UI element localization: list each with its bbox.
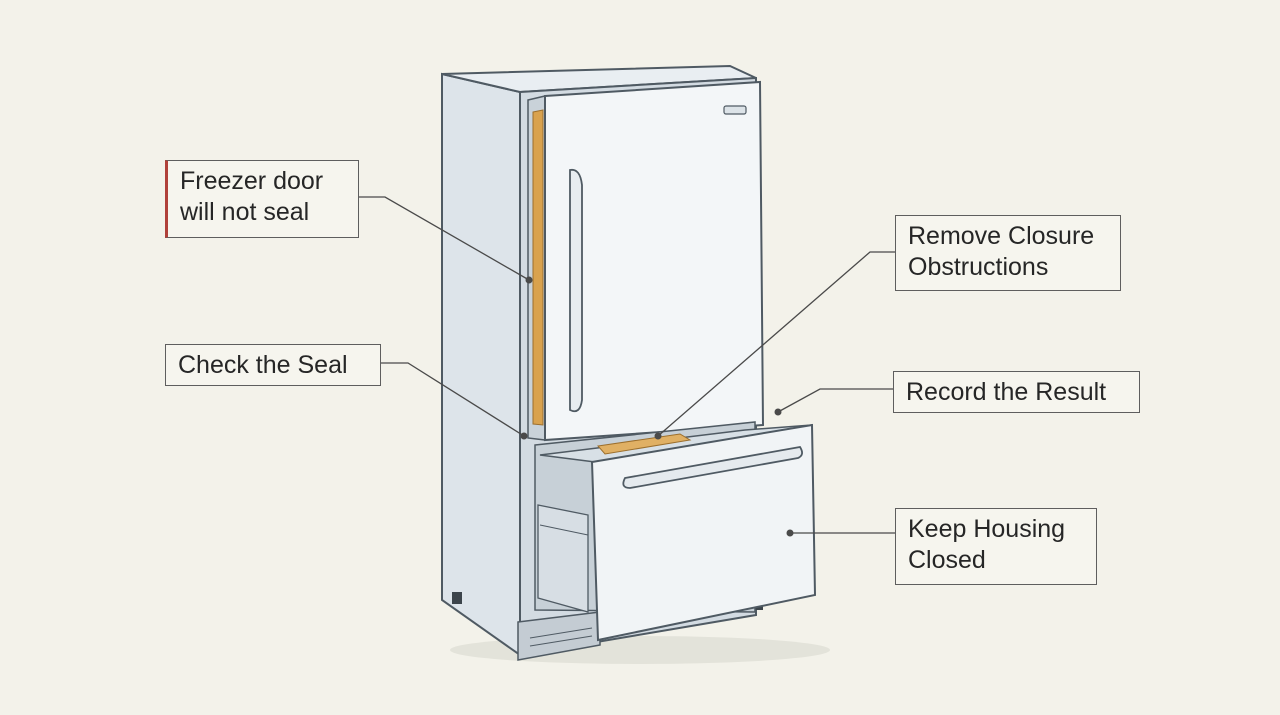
callout-text: Keep Housing	[908, 515, 1066, 543]
callout-text: Obstructions	[908, 253, 1049, 281]
brand-badge	[723, 105, 747, 115]
inner-basket	[537, 504, 589, 613]
callout-text: Record the Result	[906, 378, 1107, 406]
upper-door-handle	[569, 168, 583, 413]
kickplate-vent	[529, 627, 593, 639]
callout-text: Closed	[908, 546, 986, 574]
callout-record-the-result: Record the Result	[893, 371, 1140, 413]
cabinet-side-panel	[441, 72, 521, 657]
callout-text: Freezer door	[180, 167, 324, 195]
leader-line-freezer-door	[358, 196, 530, 281]
closure-obstruction	[597, 433, 692, 455]
kickplate-vent	[529, 635, 593, 647]
callout-keep-housing-closed: Keep Housing Closed	[895, 508, 1097, 585]
leader-line-record-result	[777, 388, 894, 413]
callout-remove-closure-obstructions: Remove Closure Obstructions	[895, 215, 1121, 291]
callout-text: Remove Closure	[908, 222, 1095, 250]
upper-door-face	[544, 80, 765, 442]
basket-rail	[539, 524, 589, 536]
leader-dot	[774, 408, 782, 416]
callout-check-the-seal: Check the Seal	[165, 344, 381, 386]
leader-dot	[786, 529, 794, 537]
callout-freezer-door-will-not-seal: Freezer door will not seal	[165, 160, 359, 238]
leader-line-check-seal	[380, 362, 525, 437]
leader-dot	[520, 432, 528, 440]
door-gasket	[532, 109, 544, 426]
leader-line-remove-obstructions	[657, 251, 896, 437]
foot	[452, 592, 462, 604]
cabinet-kickplate	[517, 611, 601, 661]
callout-text: Check the Seal	[178, 351, 348, 379]
freezer-drawer-handle	[622, 446, 803, 489]
callout-text: will not seal	[180, 198, 310, 226]
leader-dot	[654, 432, 662, 440]
leader-dot	[525, 276, 533, 284]
